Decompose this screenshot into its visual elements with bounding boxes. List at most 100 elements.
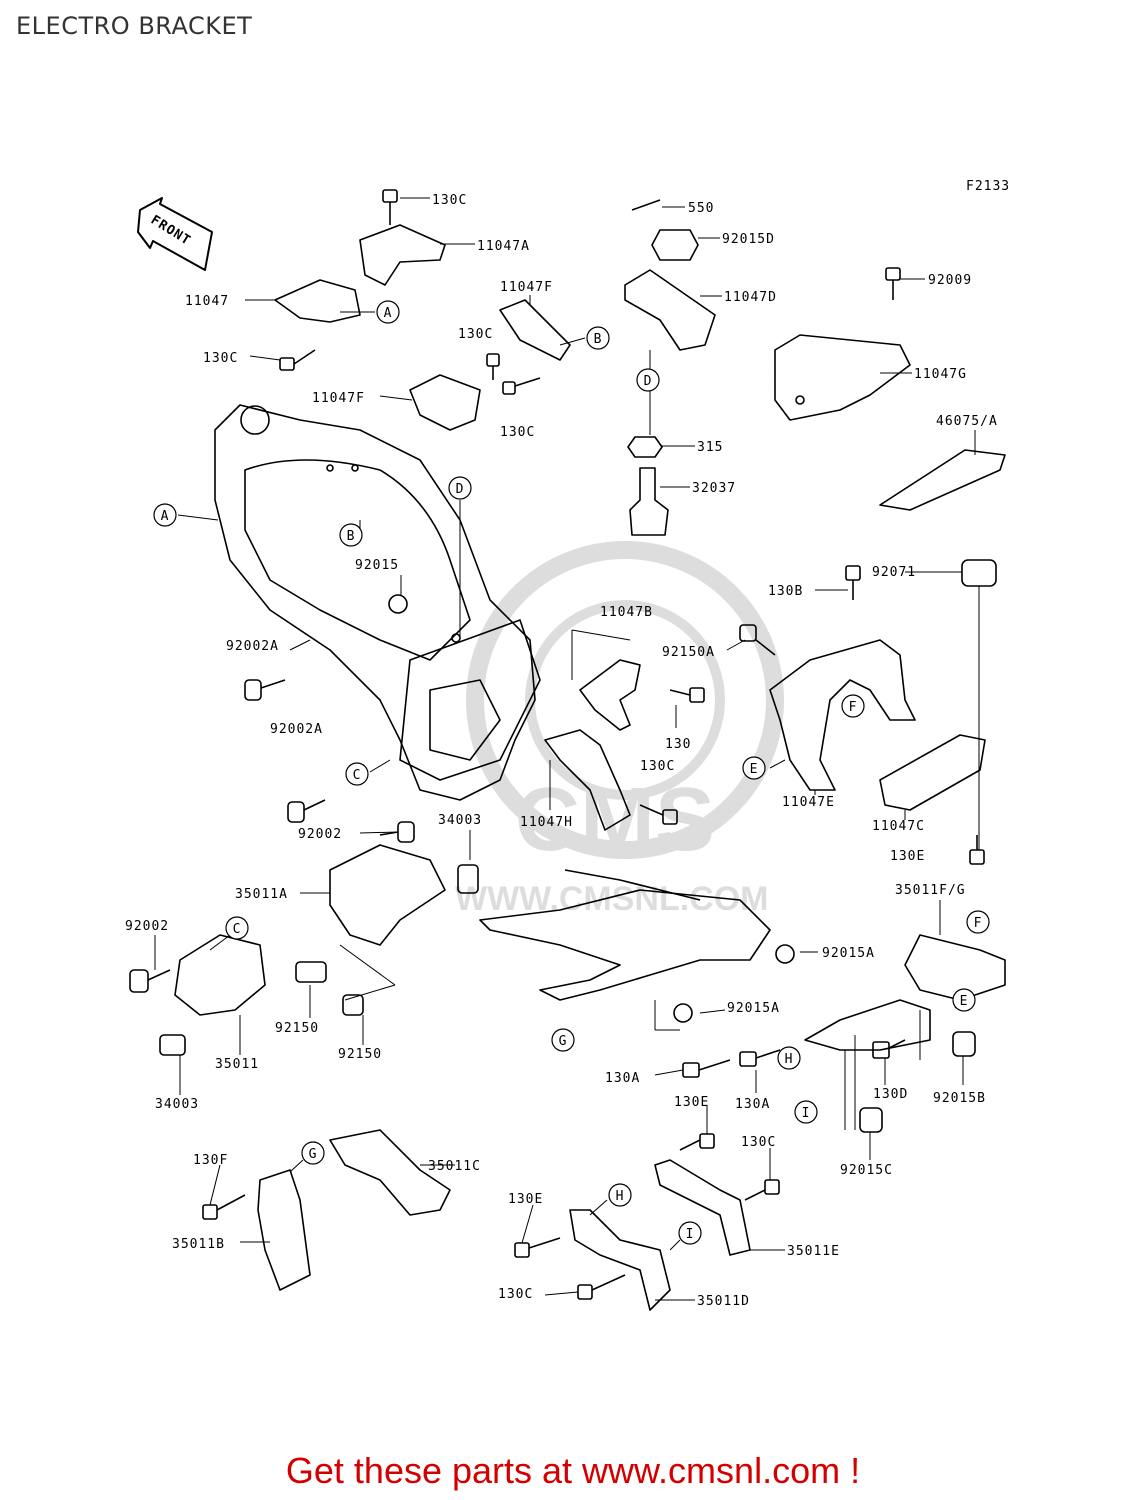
- main-frame: [214, 404, 541, 801]
- ref-letter-c: C: [233, 922, 242, 937]
- ref-letter-h: H: [616, 1189, 625, 1204]
- ref-letter-a: A: [384, 306, 393, 321]
- part-label: 35011: [215, 1057, 259, 1072]
- bracket-11047c: [879, 734, 986, 811]
- part-label: 34003: [438, 813, 482, 828]
- part-label: 35011D: [697, 1294, 750, 1309]
- figure-code: F2133: [966, 179, 1010, 194]
- part-label: 35011F/G: [895, 883, 966, 898]
- ref-letter-d: D: [644, 374, 653, 389]
- part-label: 92002: [298, 827, 342, 842]
- bracket-35011a: [329, 844, 446, 946]
- part-label: 130F: [193, 1153, 228, 1168]
- ref-letter-e: E: [750, 762, 759, 777]
- bracket-35011: [174, 934, 266, 1016]
- part-label: 92002: [125, 919, 169, 934]
- part-label: 92071: [872, 565, 916, 580]
- part-label: 130B: [768, 584, 803, 599]
- part-label: 92015B: [933, 1091, 986, 1106]
- part-label: 11047H: [520, 815, 573, 830]
- ref-letter-c: C: [353, 768, 362, 783]
- part-label: 11047F: [500, 280, 553, 295]
- part-label: 11047F: [312, 391, 365, 406]
- ref-circles: [153, 300, 990, 1245]
- part-label: 92015: [355, 558, 399, 573]
- bracket-35011d: [569, 1209, 671, 1311]
- part-label: 130C: [640, 759, 675, 774]
- part-label: 92150A: [662, 645, 715, 660]
- part-label: 130E: [674, 1095, 709, 1110]
- part-labels: 130C 11047A 11047 130C 11047F 130C 11047…: [125, 193, 998, 1309]
- leader-lines: [154, 197, 980, 1301]
- part-label: 130D: [873, 1087, 908, 1102]
- part-label: 92015A: [727, 1001, 780, 1016]
- bracket-11047f-lower: [409, 374, 481, 431]
- part-label: 130C: [203, 351, 238, 366]
- part-label: 130C: [458, 327, 493, 342]
- bracket-35011e-i: [804, 999, 931, 1051]
- ref-letter-i: I: [802, 1106, 811, 1121]
- part-label: 130E: [890, 849, 925, 864]
- bracket-11047a: [359, 224, 446, 286]
- part-label: 130C: [498, 1287, 533, 1302]
- bracket-35011fg: [904, 934, 1006, 1001]
- parts-diagram: FRONT: [125, 179, 1010, 1311]
- watermark-brand: CMS: [515, 770, 715, 870]
- part-label: 92009: [928, 273, 972, 288]
- part-label: 92002A: [270, 722, 323, 737]
- part-label: 11047C: [872, 819, 925, 834]
- buy-parts-link[interactable]: Get these parts at www.cmsnl.com !: [285, 1450, 861, 1491]
- nut-92015d: [651, 229, 699, 261]
- bracket-11047f-upper: [499, 299, 571, 361]
- damper-92071: [961, 559, 997, 587]
- part-label: 130E: [508, 1192, 543, 1207]
- part-label: 315: [697, 440, 723, 455]
- ref-letter-h: H: [785, 1052, 794, 1067]
- part-label: 550: [688, 201, 714, 216]
- part-label: 35011A: [235, 887, 288, 902]
- part-label: 11047A: [477, 239, 530, 254]
- bracket-11047h: [544, 729, 631, 831]
- part-label: 11047D: [724, 290, 777, 305]
- page-title: ELECTRO BRACKET: [16, 12, 253, 40]
- nut-315: [627, 436, 663, 458]
- part-label: 34003: [155, 1097, 199, 1112]
- part-label: 35011E: [787, 1244, 840, 1259]
- ref-letter-f: F: [974, 916, 983, 931]
- part-label: 11047: [185, 294, 229, 309]
- part-label: 130C: [741, 1135, 776, 1150]
- front-arrow: FRONT: [137, 197, 213, 271]
- part-label: 92015C: [840, 1163, 893, 1178]
- ref-letter-b: B: [347, 529, 356, 544]
- ref-letters: A B D A B D C F E C F E G H I G H I: [161, 306, 983, 1242]
- ref-letter-b: B: [594, 332, 603, 347]
- part-label: 92150: [338, 1047, 382, 1062]
- bracket-11047: [274, 279, 361, 323]
- bracket-11047d: [624, 269, 716, 351]
- part-label: 35011B: [172, 1237, 225, 1252]
- part-label: 130C: [500, 425, 535, 440]
- ref-letter-g: G: [309, 1147, 318, 1162]
- part-label: 46075/A: [936, 414, 998, 429]
- part-label: 130C: [432, 193, 467, 208]
- stud-32037: [629, 467, 669, 536]
- part-label: 11047B: [600, 605, 653, 620]
- part-label: 130: [665, 737, 691, 752]
- ref-letter-d: D: [456, 482, 465, 497]
- part-label: 92002A: [226, 639, 279, 654]
- ref-letter-f: F: [849, 700, 858, 715]
- ref-letter-e: E: [960, 994, 969, 1009]
- bracket-11047b: [579, 659, 641, 731]
- bracket-35011c: [329, 1129, 451, 1216]
- part-label: 92015A: [822, 946, 875, 961]
- part-label: 92150: [275, 1021, 319, 1036]
- part-label: 32037: [692, 481, 736, 496]
- bracket-35011b: [257, 1169, 311, 1291]
- bracket-11047e-f: [769, 639, 916, 791]
- ref-letter-i: I: [686, 1227, 695, 1242]
- sub-frame: [479, 869, 771, 1001]
- part-label: 35011C: [428, 1159, 481, 1174]
- part-label: 11047E: [782, 795, 835, 810]
- part-label: 130A: [735, 1097, 770, 1112]
- ref-letter-a: A: [161, 509, 170, 524]
